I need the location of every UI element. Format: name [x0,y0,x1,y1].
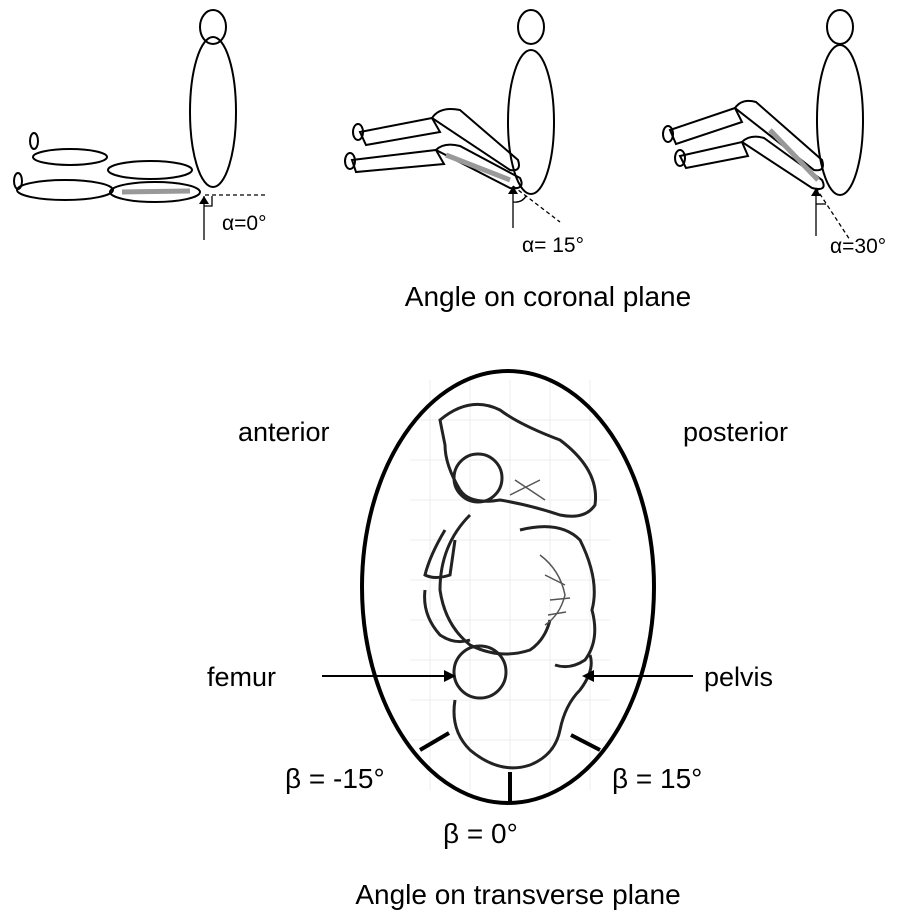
torso [508,50,554,194]
coronal-caption: Angle on coronal plane [405,281,691,312]
shin-front [17,180,113,200]
shin-back [670,108,742,144]
reference-line [816,188,850,240]
thigh-back [735,101,823,170]
head [827,10,853,44]
shin-front [680,142,748,168]
thigh-back [108,161,192,179]
seated-figure-alpha-0 [14,10,265,240]
seated-figure-alpha-30 [663,10,863,240]
tick-minus-15 [420,733,449,750]
alpha-0-label: α=0° [222,212,266,235]
torso [190,37,236,187]
alpha-15-label: α= 15° [522,234,584,257]
pelvis-label: pelvis [704,662,773,692]
shin-back [33,149,107,165]
shin-front [352,150,444,172]
transverse-ellipse [362,371,654,803]
arrow-head [199,196,209,204]
alpha-30-label: α=30° [830,235,886,258]
femur-label: femur [207,662,276,692]
foot-back [30,133,38,149]
seated-figure-alpha-15 [345,10,560,228]
foot-front [345,153,355,169]
torso [817,45,863,195]
beta-plus-15-label: β = 15° [612,763,702,794]
posterior-label: posterior [683,417,788,447]
beta-0-label: β = 0° [443,818,518,849]
anterior-label: anterior [238,417,330,447]
transverse-caption: Angle on transverse plane [355,879,680,910]
femur-bone [770,130,818,180]
head [518,10,544,44]
foot-front [14,173,22,189]
tick-plus-15 [571,735,600,750]
thigh-back [432,109,519,170]
angle-marker [513,196,526,202]
beta-minus-15-label: β = -15° [285,763,385,794]
femur-bone [122,191,190,192]
shin-back [360,118,440,145]
transverse-diagram [322,371,693,803]
head [200,10,226,44]
